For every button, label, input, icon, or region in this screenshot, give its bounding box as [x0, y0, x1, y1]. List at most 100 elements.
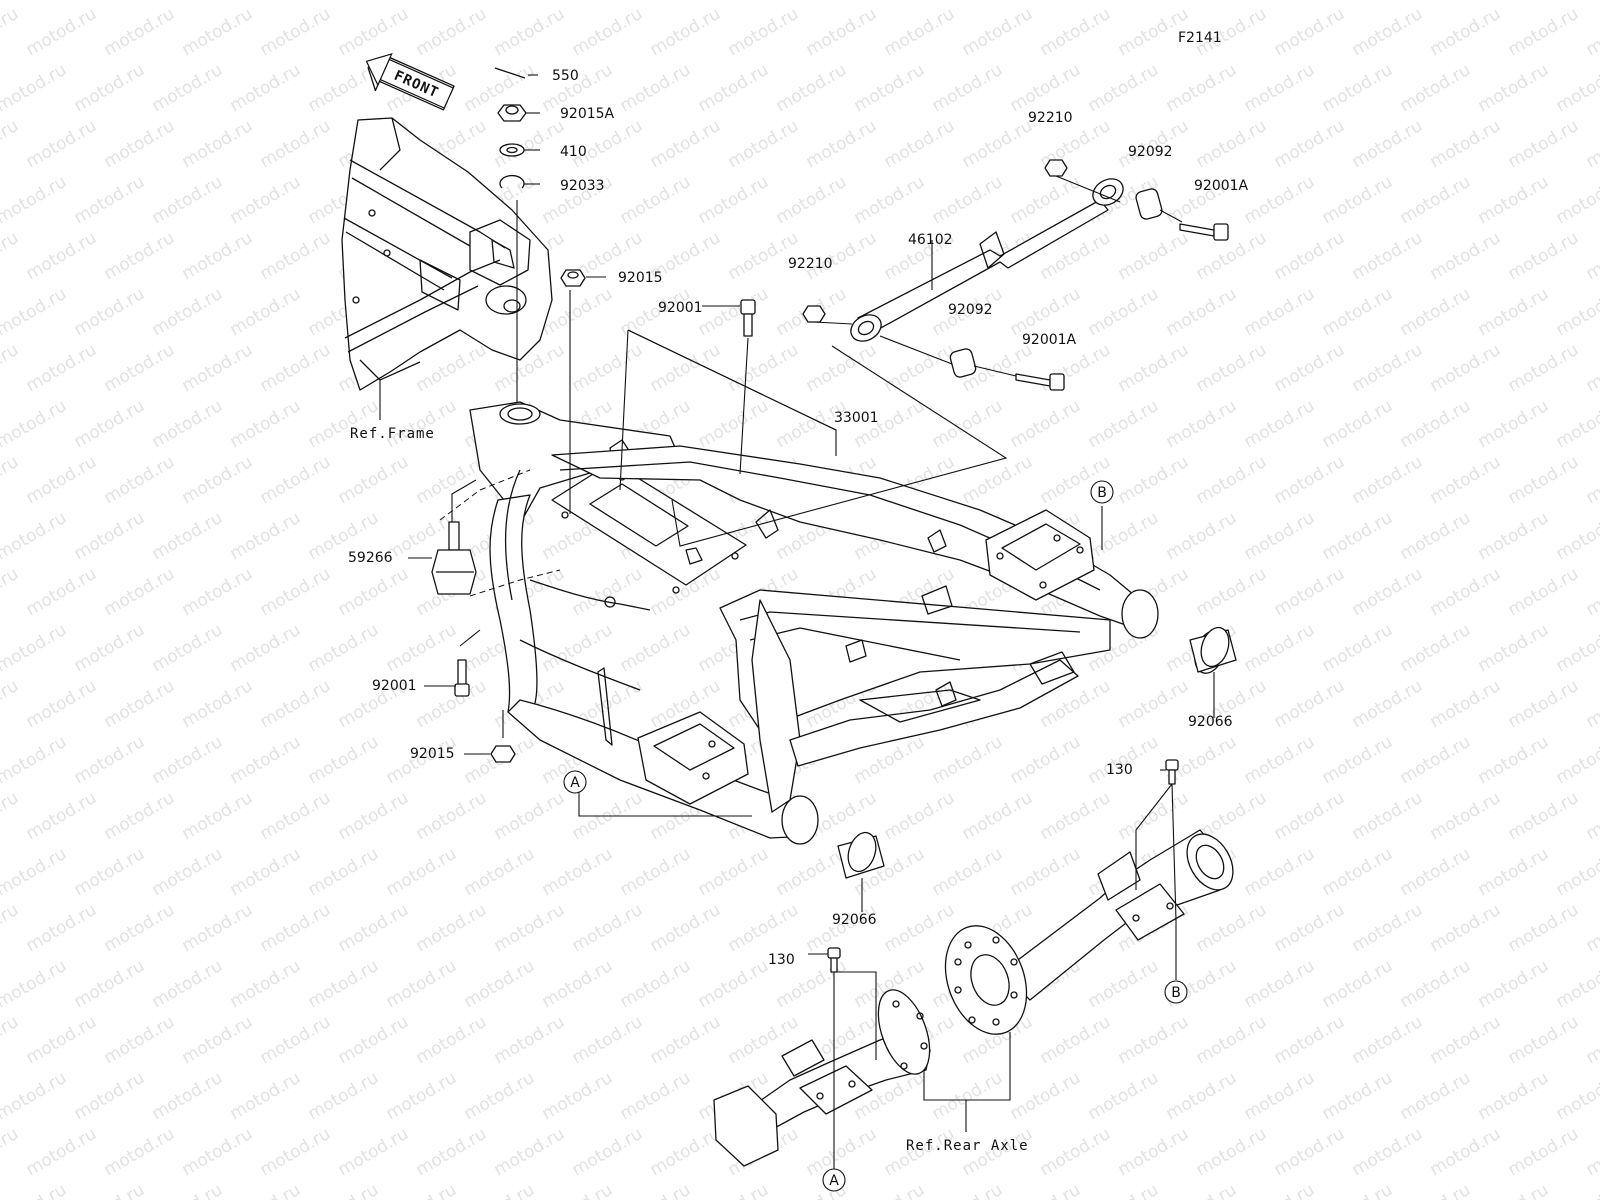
watermark-text: motod.ru: [305, 1068, 383, 1124]
watermark-text: motod.ru: [881, 4, 959, 60]
watermark-text: motod.ru: [959, 788, 1037, 844]
watermark-text: motod.ru: [1505, 564, 1583, 620]
watermark-text: motod.ru: [695, 172, 773, 228]
watermark-text: motod.ru: [71, 620, 149, 676]
watermark-text: motod.ru: [1397, 1068, 1475, 1124]
watermark-text: motod.ru: [383, 620, 461, 676]
watermark-text: motod.ru: [1085, 732, 1163, 788]
watermark-text: motod.ru: [413, 1012, 491, 1068]
watermark-text: motod.ru: [305, 620, 383, 676]
watermark-text: motod.ru: [1553, 844, 1600, 900]
watermark-text: motod.ru: [1349, 900, 1427, 956]
watermark-text: motod.ru: [1475, 508, 1553, 564]
watermark-text: motod.ru: [257, 228, 335, 284]
watermark-text: motod.ru: [1427, 1124, 1505, 1180]
part-label-92066-right: 92066: [1188, 714, 1233, 730]
watermark-text: motod.ru: [1241, 284, 1319, 340]
watermark-text: motod.ru: [257, 1124, 335, 1180]
watermark-text: motod.ru: [1193, 452, 1271, 508]
watermark-text: motod.ru: [1505, 1124, 1583, 1180]
watermark-text: motod.ru: [1427, 900, 1505, 956]
watermark-text: motod.ru: [1505, 228, 1583, 284]
watermark-text: motod.ru: [695, 1180, 773, 1200]
watermark-text: motod.ru: [383, 1180, 461, 1200]
watermark-text: motod.ru: [1193, 228, 1271, 284]
watermark-text: motod.ru: [1007, 732, 1085, 788]
watermark-text: motod.ru: [1193, 564, 1271, 620]
watermark-text: motod.ru: [383, 956, 461, 1012]
watermark-text: motod.ru: [0, 0, 70, 4]
watermark-text: motod.ru: [335, 1124, 413, 1180]
watermark-text: motod.ru: [1115, 340, 1193, 396]
watermark-text: motod.ru: [101, 788, 179, 844]
watermark-text: motod.ru: [1241, 620, 1319, 676]
watermark-text: motod.ru: [1583, 900, 1600, 956]
watermark-text: motod.ru: [1271, 1124, 1349, 1180]
watermark-text: motod.ru: [101, 1012, 179, 1068]
watermark-text: motod.ru: [71, 0, 149, 4]
watermark-text: motod.ru: [881, 116, 959, 172]
watermark-text: motod.ru: [1037, 1124, 1115, 1180]
watermark-text: motod.ru: [1349, 1012, 1427, 1068]
watermark-text: motod.ru: [569, 4, 647, 60]
watermark-text: motod.ru: [1349, 788, 1427, 844]
watermark-text: motod.ru: [149, 620, 227, 676]
watermark-text: motod.ru: [1553, 508, 1600, 564]
watermark-text: motod.ru: [851, 1180, 929, 1200]
part-label-410: 410: [560, 144, 587, 160]
watermark-text: motod.ru: [227, 956, 305, 1012]
watermark-text: motod.ru: [929, 1068, 1007, 1124]
watermark-text: motod.ru: [227, 172, 305, 228]
watermark-text: motod.ru: [257, 4, 335, 60]
watermark-text: motod.ru: [491, 4, 569, 60]
watermark-text: motod.ru: [1037, 4, 1115, 60]
watermark-text: motod.ru: [179, 4, 257, 60]
watermark-text: motod.ru: [1505, 788, 1583, 844]
watermark-text: motod.ru: [1505, 676, 1583, 732]
watermark-text: motod.ru: [383, 396, 461, 452]
watermark-text: motod.ru: [149, 396, 227, 452]
hardware-stack: [494, 67, 606, 287]
watermark-text: motod.ru: [1475, 620, 1553, 676]
watermark-text: motod.ru: [1319, 620, 1397, 676]
watermark-text: motod.ru: [929, 1180, 1007, 1200]
part-label-550: 550: [552, 68, 579, 84]
watermark-text: motod.ru: [1319, 1068, 1397, 1124]
watermark-text: motod.ru: [227, 284, 305, 340]
watermark-text: motod.ru: [1115, 788, 1193, 844]
watermark-text: motod.ru: [1007, 396, 1085, 452]
watermark-text: motod.ru: [0, 340, 22, 396]
watermark-text: motod.ru: [1271, 452, 1349, 508]
watermark-text: motod.ru: [647, 1012, 725, 1068]
part-label-130-right: 130: [1106, 762, 1133, 778]
watermark-text: motod.ru: [1163, 508, 1241, 564]
watermark-text: motod.ru: [491, 900, 569, 956]
callout-b-lower: B: [1164, 980, 1188, 1004]
watermark-text: motod.ru: [1007, 1068, 1085, 1124]
watermark-text: motod.ru: [1241, 1068, 1319, 1124]
watermark-text: motod.ru: [335, 900, 413, 956]
watermark-text: motod.ru: [101, 452, 179, 508]
watermark-text: motod.ru: [1349, 116, 1427, 172]
watermark-text: motod.ru: [305, 1180, 383, 1200]
watermark-text: motod.ru: [101, 4, 179, 60]
watermark-text: motod.ru: [1583, 228, 1600, 284]
watermark-text: motod.ru: [1505, 452, 1583, 508]
watermark-text: motod.ru: [1007, 844, 1085, 900]
watermark-text: motod.ru: [1163, 0, 1241, 4]
watermark-text: motod.ru: [1583, 1124, 1600, 1180]
watermark-text: motod.ru: [647, 900, 725, 956]
watermark-text: motod.ru: [773, 844, 851, 900]
watermark-text: motod.ru: [803, 116, 881, 172]
watermark-text: motod.ru: [0, 1068, 70, 1124]
watermark-text: motod.ru: [1397, 508, 1475, 564]
watermark-text: motod.ru: [71, 396, 149, 452]
watermark-text: motod.ru: [0, 620, 70, 676]
watermark-text: motod.ru: [1007, 60, 1085, 116]
watermark-text: motod.ru: [0, 564, 22, 620]
watermark-text: motod.ru: [1085, 284, 1163, 340]
part-label-92001-top: 92001: [658, 300, 703, 316]
watermark-text: motod.ru: [179, 1124, 257, 1180]
watermark-text: motod.ru: [23, 1012, 101, 1068]
watermark-text: motod.ru: [149, 60, 227, 116]
